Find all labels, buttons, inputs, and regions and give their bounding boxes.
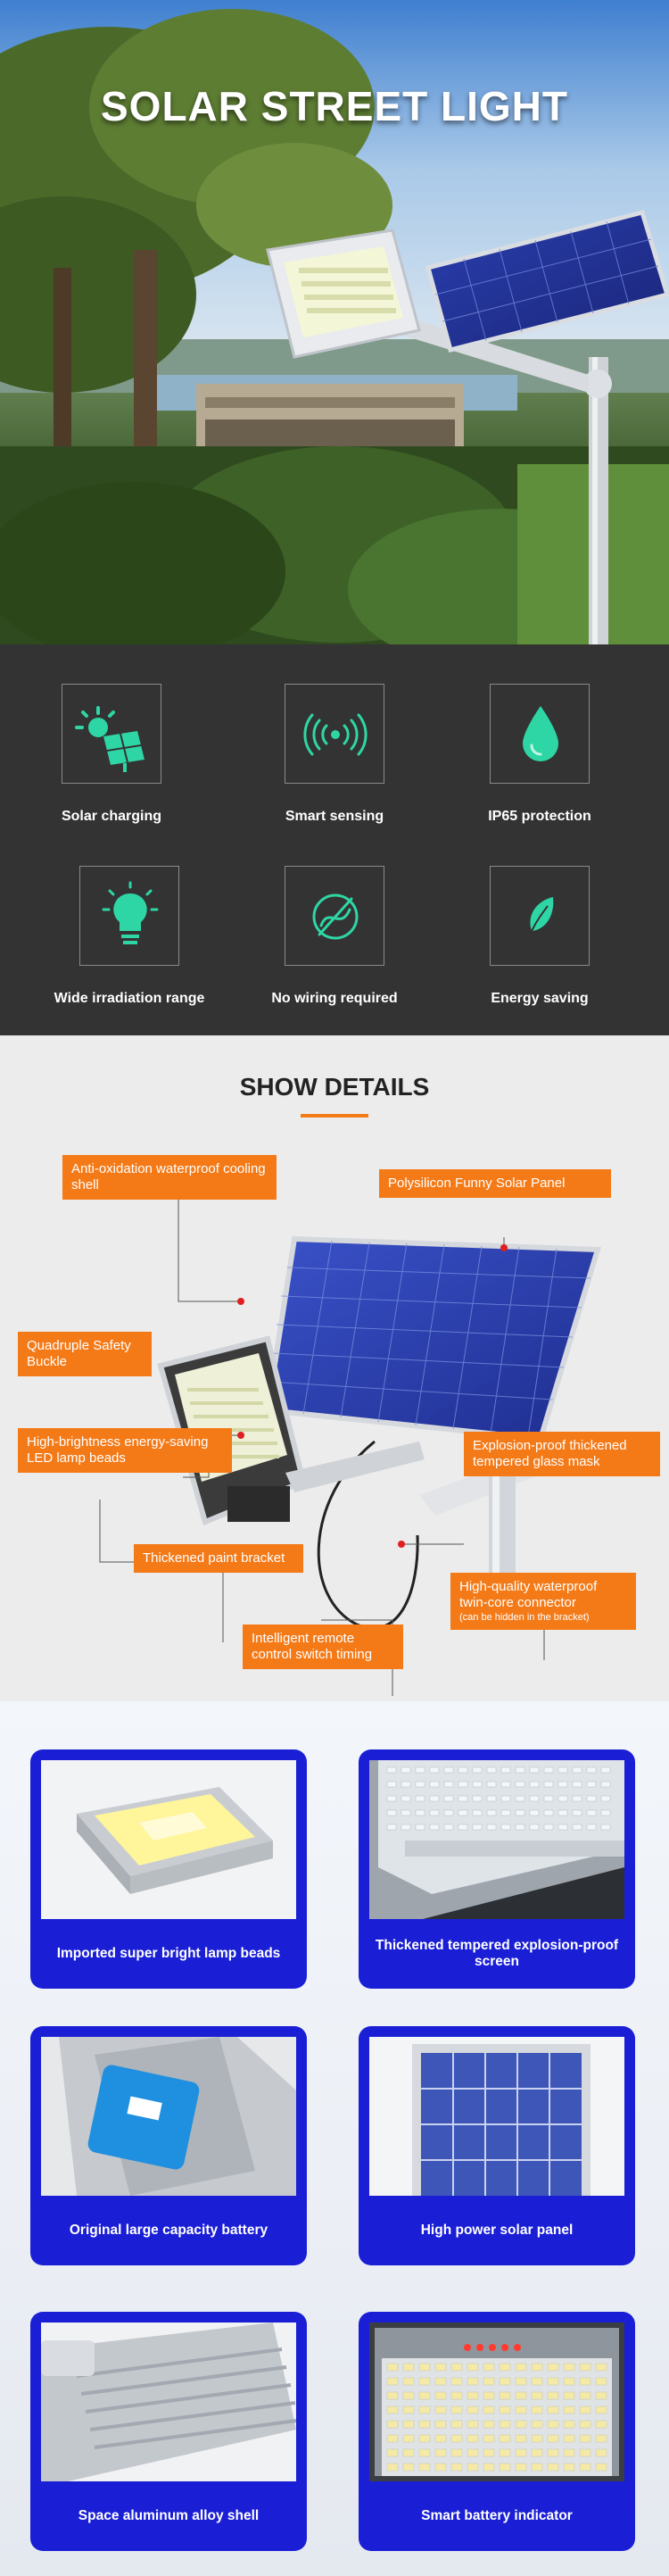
component-label: High power solar panel [420, 2223, 574, 2238]
feature-icon-box [285, 866, 384, 966]
component-label: Original large capacity battery [69, 2223, 268, 2238]
feature-icon-box [285, 684, 384, 784]
water-drop-icon [523, 706, 558, 761]
product-diagram [99, 1185, 601, 1696]
callout-paint-bracket: Thickened paint bracket [134, 1544, 303, 1573]
component-label: Smart battery indicator [421, 2508, 573, 2523]
feature-label: Energy saving [491, 991, 589, 1006]
feature-label: No wiring required [271, 991, 398, 1006]
component-image [41, 2323, 296, 2481]
feature-icon-box [79, 866, 179, 966]
light-bulb-icon [102, 881, 159, 944]
title-underline [301, 1114, 368, 1118]
feature-icon-box [490, 866, 590, 966]
callout-glass-mask: Explosion-proof thickened tempered glass… [464, 1432, 660, 1476]
feature-label: Smart sensing [285, 809, 384, 824]
battery-photo [41, 2037, 296, 2196]
hero-banner: SOLAR STREET LIGHT [0, 0, 669, 644]
callout-remote: Intelligent remote control switch timing [243, 1625, 403, 1669]
sensor-wave-icon [303, 713, 368, 756]
feature-label: Wide irradiation range [54, 991, 205, 1006]
show-details-section: SHOW DETAILS [0, 1035, 669, 1701]
feature-icon-box [490, 684, 590, 784]
solar-panel-photo [369, 2037, 624, 2196]
feature-icon-box [62, 684, 161, 784]
solar-panel-icon [75, 706, 145, 772]
component-card-battery: Original large capacity battery [30, 2026, 307, 2265]
callout-connector: High-quality waterproof twin-core connec… [450, 1573, 636, 1630]
component-card-lamp-beads: Imported super bright lamp beads [30, 1749, 307, 1989]
feature-no-wiring: No wiring required [223, 866, 446, 1007]
feature-solar-charging: Solar charging [0, 684, 223, 825]
feature-label: IP65 protection [488, 809, 591, 824]
component-image [41, 2037, 296, 2196]
component-card-aluminum-shell: Space aluminum alloy shell [30, 2312, 307, 2551]
battery-indicator-photo [369, 2323, 624, 2481]
component-image [41, 1760, 296, 1919]
feature-smart-sensing: Smart sensing [223, 684, 446, 825]
component-card-battery-indicator: Smart battery indicator [359, 2312, 635, 2551]
hero-scene-illustration [0, 0, 669, 644]
component-card-tempered-screen: Thickened tempered explosion-proof scree… [359, 1749, 635, 1989]
callout-led-beads: High-brightness energy-saving LED lamp b… [18, 1428, 232, 1473]
callout-solar-panel: Polysilicon Funny Solar Panel [379, 1169, 611, 1198]
leaf-icon [530, 897, 554, 932]
aluminum-shell-photo [41, 2323, 296, 2481]
component-cards-section: Imported super bright lamp beads Thi [0, 1701, 669, 2576]
component-image [369, 2037, 624, 2196]
component-label: Space aluminum alloy shell [78, 2508, 260, 2523]
callout-quadruple-buckle: Quadruple Safety Buckle [18, 1332, 152, 1376]
feature-wide-irradiation: Wide irradiation range [18, 866, 241, 1007]
feature-label: Solar charging [61, 809, 162, 824]
component-label: Imported super bright lamp beads [56, 1946, 281, 1961]
no-wire-icon [312, 893, 359, 940]
callout-connector-text: High-quality waterproof twin-core connec… [459, 1579, 598, 1610]
callout-anti-oxidation: Anti-oxidation waterproof cooling shell [62, 1155, 277, 1200]
callout-connector-note: (can be hidden in the bracket) [459, 1612, 590, 1623]
section-title: SHOW DETAILS [239, 1073, 430, 1101]
component-card-solar-panel: High power solar panel [359, 2026, 635, 2265]
lamp-beads-photo [41, 1760, 296, 1919]
component-label: Thickened tempered explosion-proof scree… [375, 1938, 619, 1969]
feature-energy-saving: Energy saving [428, 866, 651, 1007]
component-image [369, 2323, 624, 2481]
tempered-screen-photo [369, 1760, 624, 1919]
feature-ip65: IP65 protection [428, 684, 651, 825]
component-image [369, 1760, 624, 1919]
feature-grid: Solar charging Smart sensing IP65 protec… [0, 644, 669, 1035]
hero-title: SOLAR STREET LIGHT [101, 83, 568, 129]
